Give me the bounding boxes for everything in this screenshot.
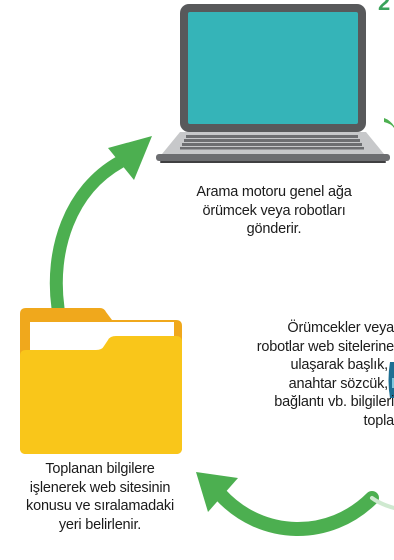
caption-line: anahtar sözcük, — [288, 375, 389, 392]
image-edge-highlight — [392, 378, 394, 388]
cycle-arrow-icon — [49, 136, 152, 315]
image-edge — [388, 362, 394, 398]
caption-line: gönderir. — [246, 221, 302, 237]
caption-line: Toplanan bilgilere — [45, 461, 155, 477]
caption-line: işlenerek web sitesinin — [29, 479, 171, 496]
keyboard-keys — [180, 135, 364, 150]
caption-line: robotlar web sitelerine — [256, 338, 394, 355]
caption-line: bağlantı vb. bilgileri — [274, 394, 394, 410]
step-number: 2 — [378, 0, 391, 15]
caption-line: konusu ve sıralamadaki — [26, 498, 174, 514]
caption-line: yeri belirlenir. — [58, 516, 142, 533]
arrow-tail-fragment — [384, 118, 394, 128]
caption-line: ulaşarak başlık, — [290, 357, 388, 373]
caption-line: örümcek veya robotları — [202, 202, 346, 219]
spider-caption: Örümcekler veya robotlar web sitelerine … — [180, 319, 394, 430]
folder-icon — [20, 308, 182, 454]
cycle-arrow-bottom — [196, 472, 379, 536]
folder-caption: Toplanan bilgilere işlenerek web sitesin… — [0, 460, 200, 534]
laptop-icon — [156, 4, 390, 163]
caption-line: Örümcekler veya — [287, 320, 394, 336]
laptop-caption: Arama motoru genel ağa örümcek veya robo… — [160, 183, 388, 239]
caption-line: topla — [363, 412, 394, 429]
faded-streak — [370, 496, 394, 510]
caption-line: Arama motoru genel ağa — [196, 184, 352, 200]
